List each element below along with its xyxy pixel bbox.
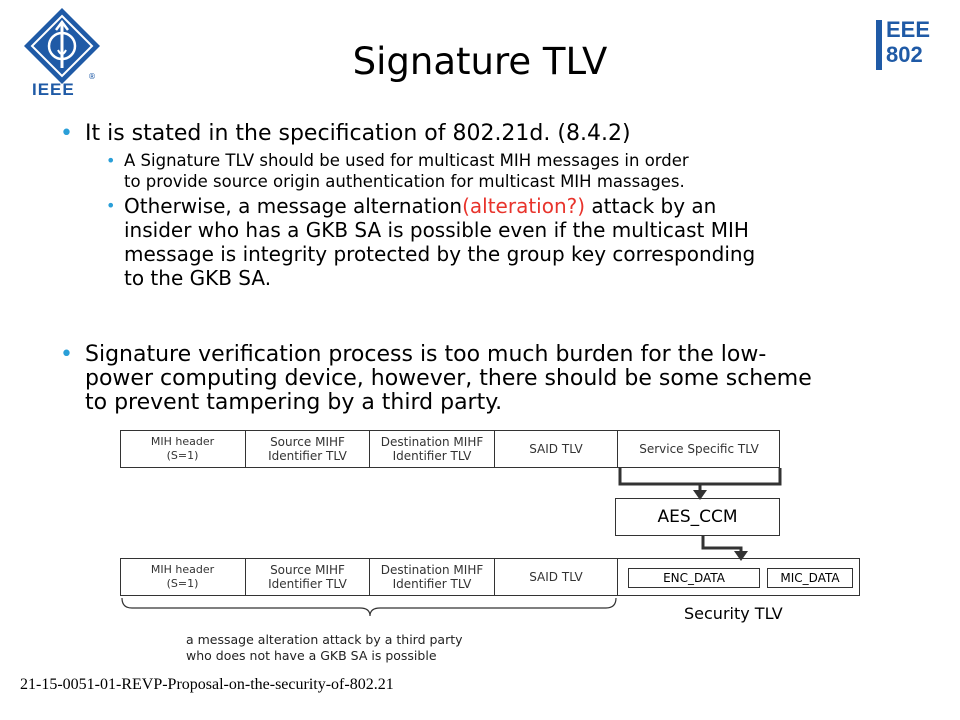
aes-ccm-box: AES_CCM	[615, 498, 780, 536]
cell-line: Source MIHF	[270, 435, 345, 449]
bottom-cell-mih-header: MIH header(S=1)	[120, 558, 246, 596]
cell-line: Identifier TLV	[268, 577, 347, 591]
attack-note-line-1: a message alteration attack by a third p…	[186, 632, 463, 647]
cell-line: Identifier TLV	[392, 449, 472, 463]
cell-line: SAID TLV	[529, 570, 583, 584]
mic-data-label: MIC_DATA	[780, 571, 840, 585]
logo-802: 802	[886, 42, 923, 67]
cell-line: Identifier TLV	[392, 577, 472, 591]
protected-message-frame	[120, 558, 860, 596]
sub-bullet-2-line-4: to the GKB SA.	[124, 266, 272, 290]
bullet-2-line-2: power computing device, however, there s…	[85, 366, 812, 391]
cell-line: Destination MIHF	[380, 435, 484, 449]
plain-message-frame	[120, 430, 780, 468]
aes-ccm-label: AES_CCM	[657, 507, 738, 527]
mic-data-box: MIC_DATA	[767, 568, 853, 588]
bottom-cell-said-tlv: SAID TLV	[495, 558, 618, 596]
cell-line: Service Specific TLV	[639, 442, 759, 456]
cell-line: (S=1)	[166, 449, 199, 462]
logo-eee: EEE	[886, 17, 931, 42]
footer-document-id: 21-15-0051-01-REVP-Proposal-on-the-secur…	[20, 676, 394, 693]
attack-note-line-2: who does not have a GKB SA is possible	[186, 648, 437, 663]
top-cell-service-specific: Service Specific TLV	[618, 430, 780, 468]
sub-bullet-dot: •	[106, 151, 116, 170]
ieee-802-logo: EEE 802	[874, 18, 940, 74]
logo-bar	[876, 20, 882, 70]
top-cell-said-tlv: SAID TLV	[495, 430, 618, 468]
bullet-dot: •	[60, 121, 73, 146]
slide-title: Signature TLV	[352, 40, 608, 83]
cell-line: (S=1)	[166, 577, 199, 590]
cell-line: MIH header	[150, 435, 215, 448]
security-tlv-label: Security TLV	[684, 604, 783, 623]
ieee-logo: IEEE ®	[18, 6, 108, 99]
enc-data-label: ENC_DATA	[663, 571, 725, 585]
bullet-2-line-3: to prevent tampering by a third party.	[85, 390, 503, 415]
enc-data-box: ENC_DATA	[628, 568, 760, 588]
cell-line: Identifier TLV	[268, 449, 347, 463]
alteration-note: (alteration?)	[462, 194, 586, 218]
sub-bullet-2-after: attack by an	[585, 194, 717, 218]
cell-line: SAID TLV	[529, 442, 583, 456]
sub-bullet-2-line-2: insider who has a GKB SA is possible eve…	[124, 218, 749, 242]
cell-line: Destination MIHF	[380, 563, 484, 577]
top-cell-mih-header: MIH header(S=1)	[120, 430, 246, 468]
sub-bullet-2-line-1: Otherwise, a message alternation(alterat…	[124, 194, 716, 218]
ieee-logo-text: IEEE	[32, 80, 75, 99]
bullet-dot: •	[60, 342, 73, 367]
registered-mark: ®	[88, 72, 96, 81]
bullet-2-line-1: Signature verification process is too mu…	[85, 342, 767, 367]
cell-line: Source MIHF	[270, 563, 345, 577]
bullet-1-text: It is stated in the specification of 802…	[85, 121, 631, 146]
sub-bullet-2-before: Otherwise, a message alternation	[124, 194, 463, 218]
sub-bullet-1-line-2: to provide source origin authentication …	[124, 172, 685, 191]
sub-bullet-1-line-1: A Signature TLV should be used for multi…	[124, 151, 689, 170]
cell-line: MIH header	[150, 563, 215, 576]
sub-bullet-dot: •	[106, 196, 116, 215]
sub-bullet-2-line-3: message is integrity protected by the gr…	[124, 242, 756, 266]
